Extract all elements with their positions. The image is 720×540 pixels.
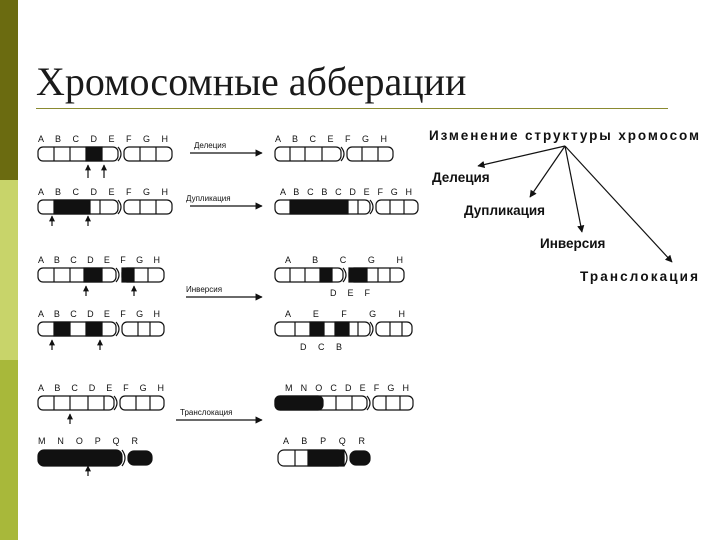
arrow-label-inversion: Инверсия: [186, 285, 222, 294]
title-underline: [36, 108, 668, 109]
chromosome-transloc-after-1: [274, 395, 414, 411]
slide-title: Хромосомные абберации: [36, 59, 467, 104]
chromosome-inversion2-after: [274, 321, 413, 337]
row-label-transloc-before-2: M N O P Q R: [38, 436, 139, 446]
row-label-inversion2-after-bottom: D C B: [300, 342, 342, 352]
row-label-inversion1-before: A B C D E F G H: [38, 255, 160, 265]
chromosome-inversion1-before: [37, 267, 165, 283]
sidebar-decoration: [0, 0, 18, 540]
chromosome-duplication-before: [37, 199, 173, 215]
scheme-label-translocation: Транслокация: [580, 269, 698, 284]
arrow-label-translocation: Транслокация: [180, 408, 232, 417]
row-label-duplication-before: A B C D E F G H: [38, 187, 168, 197]
arrow-label-duplication: Дупликация: [186, 194, 231, 203]
chromosome-transloc-before-1: [37, 395, 165, 411]
chromosome-transloc-after-2: [277, 449, 371, 467]
row-label-deletion-before: A B C D E F G H: [38, 134, 168, 144]
row-label-inversion1-after-top: A B C G H: [285, 255, 403, 265]
scheme-root-label: Изменение структуры хромосом: [429, 128, 699, 143]
row-label-transloc-after-2: A B P Q R: [283, 436, 366, 446]
arrow-label-deletion: Делеция: [194, 141, 226, 150]
scheme-label-duplication: Дупликация: [464, 203, 545, 218]
chromosome-transloc-before-2: [37, 449, 153, 467]
row-label-inversion2-before: A B C D E F G H: [38, 309, 160, 319]
row-label-inversion1-after-bottom: D E F: [330, 288, 371, 298]
row-label-inversion2-after-top: A E F G H: [285, 309, 405, 319]
chromosome-deletion-after: [274, 146, 394, 162]
sidebar-band-middle: [0, 180, 18, 360]
chromosome-duplication-after: [274, 199, 419, 215]
scheme-arrow-deletion: [477, 145, 566, 169]
chromosome-inversion1-after: [274, 267, 405, 283]
sidebar-band-top: [0, 0, 18, 180]
scheme-label-deletion: Делеция: [432, 170, 490, 185]
sidebar-band-bottom: [0, 360, 18, 540]
scheme-arrow-duplication: [529, 145, 566, 198]
scheme-arrow-translocation: [564, 145, 673, 263]
chromosome-deletion-before: [37, 146, 173, 162]
row-label-transloc-after-1: M N O C D E F G H: [285, 383, 409, 393]
chromosome-inversion2-before: [37, 321, 165, 337]
row-label-transloc-before-1: A B C D E F G H: [38, 383, 164, 393]
scheme-arrow-inversion: [564, 145, 585, 233]
scheme-label-inversion: Инверсия: [540, 236, 605, 251]
row-label-deletion-after: A B C E F G H: [275, 134, 387, 144]
row-label-duplication-after: A B C B C D E F G H: [280, 187, 412, 197]
